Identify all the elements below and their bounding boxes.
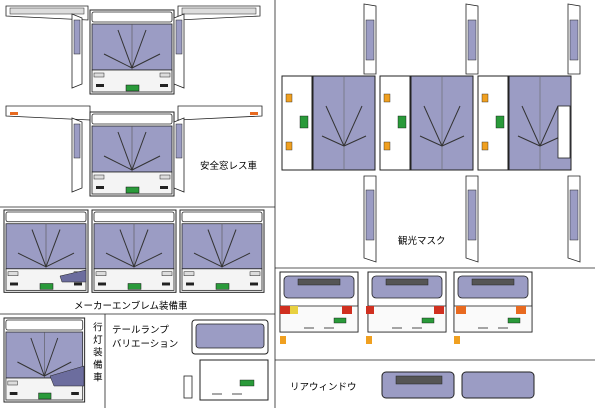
label-sightseeing-mask: 観光マスク xyxy=(398,236,446,247)
label-safety-window-less: 安全窓レス車 xyxy=(200,161,258,172)
label-maker-emblem: メーカーエンブレム装備車 xyxy=(74,301,188,312)
destination-lamp-bus xyxy=(3,317,86,403)
sightseeing-mask-panel xyxy=(281,3,581,263)
label-tail-lamp-line2: バリエーション xyxy=(112,339,179,350)
tail-lamp-rear xyxy=(183,319,269,401)
label-destination-lamp: 行灯装備車 xyxy=(90,322,102,385)
label-rear-window: リアウィンドウ xyxy=(290,382,357,393)
label-tail-lamp-line1: テールランプ xyxy=(112,325,169,336)
rear-window-pieces xyxy=(381,371,535,399)
rear-units-panel xyxy=(279,271,533,344)
safety-window-less-panel xyxy=(5,5,263,197)
maker-emblem-panel xyxy=(3,209,265,293)
